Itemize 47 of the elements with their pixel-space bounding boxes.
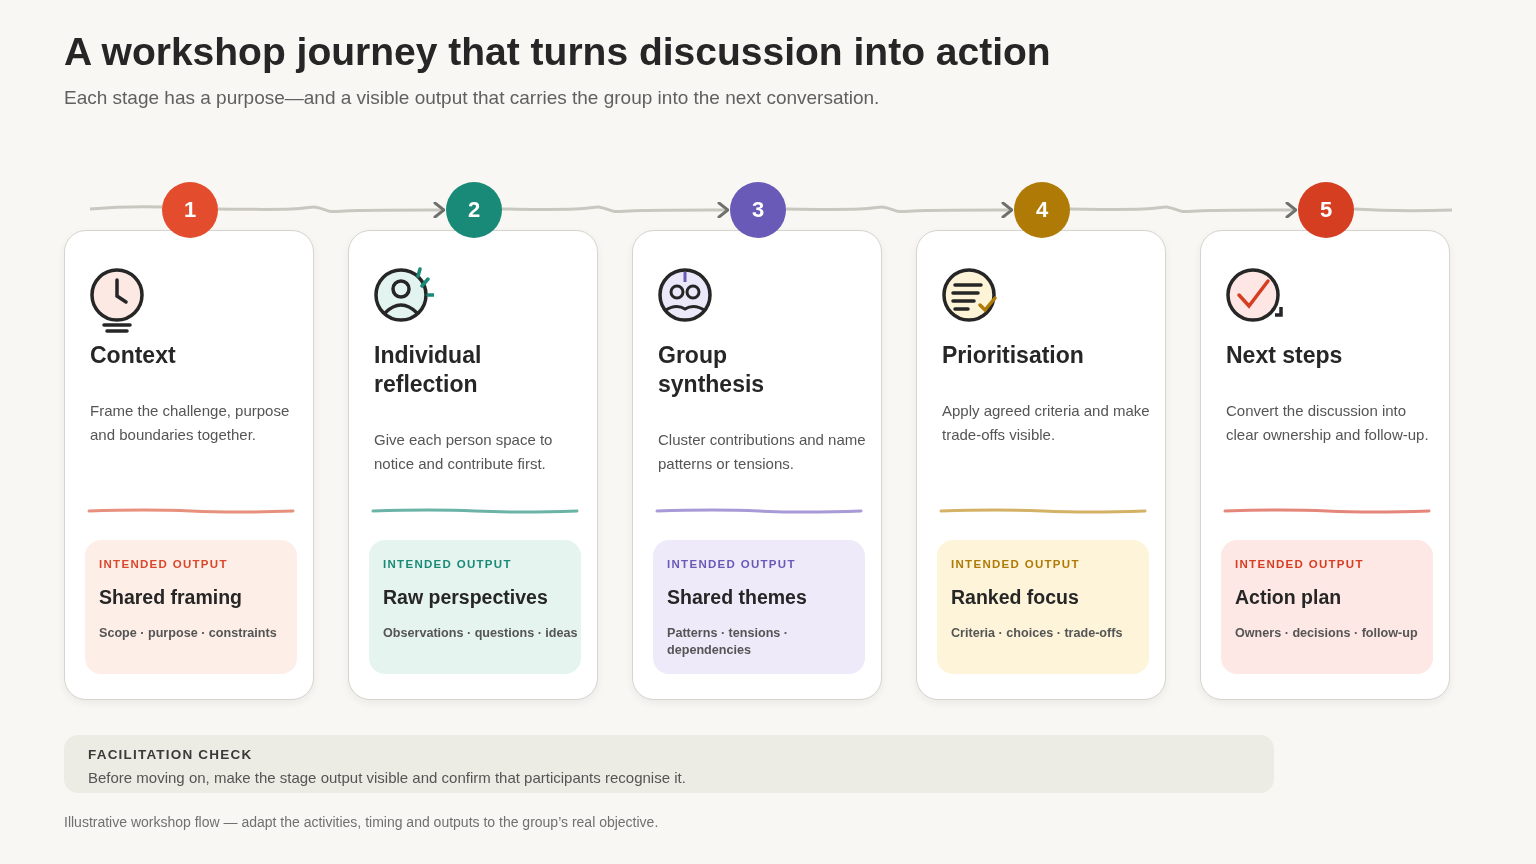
output-items: Patterns · tensions · dependencies: [667, 625, 790, 659]
output-title: Shared framing: [99, 586, 243, 609]
stage-description: Apply agreed criteria and make trade-offs visible.: [942, 401, 1151, 445]
stage-heading: Group synthesis: [658, 341, 766, 399]
output-items: Observations · questions · ideas: [383, 625, 579, 642]
footnote: Illustrative workshop flow — adapt the activities, timing and outputs to the group’s real objective.: [64, 814, 659, 830]
subtitle: Each stage has a purpose—and a visible output that carries the group into the next conversation.: [64, 87, 880, 109]
step-number-circle: 1: [162, 182, 218, 238]
output-items: Owners · decisions · follow-up: [1235, 625, 1419, 642]
step-number-circle: 4: [1014, 182, 1070, 238]
stage-heading: Next steps: [1226, 341, 1344, 370]
output-panel: [937, 540, 1149, 674]
stage-card: [632, 230, 882, 700]
stage-description: Frame the challenge, purpose and boundaries together.: [90, 401, 291, 445]
check-text: Before moving on, make the stage output visible and confirm that participants recognise it.: [88, 769, 686, 786]
step-number-circle: 3: [730, 182, 786, 238]
stage-heading: Individual reflection: [374, 341, 483, 399]
output-title: Ranked focus: [951, 586, 1079, 609]
stage-heading: Context: [90, 341, 177, 370]
stage-card: [916, 230, 1166, 700]
output-title: Shared themes: [667, 586, 807, 609]
output-title: Raw perspectives: [383, 586, 548, 609]
flow-arrow: [1069, 201, 1298, 219]
stage-card: [348, 230, 598, 700]
output-kicker: INTENDED OUTPUT: [951, 558, 1080, 570]
output-items: Criteria · choices · trade-offs: [951, 625, 1124, 642]
check-heading: FACILITATION CHECK: [88, 747, 253, 762]
output-panel: [369, 540, 581, 674]
title: A workshop journey that turns discussion into action: [64, 30, 1051, 74]
stage-card: [1200, 230, 1450, 700]
output-title: Action plan: [1235, 586, 1342, 609]
stage-description: Convert the discussion into clear ownership and follow-up.: [1226, 401, 1430, 445]
output-kicker: INTENDED OUTPUT: [667, 558, 796, 570]
output-kicker: INTENDED OUTPUT: [99, 558, 228, 570]
stage-description: Give each person space to notice and contribute first.: [374, 430, 554, 474]
output-kicker: INTENDED OUTPUT: [383, 558, 512, 570]
step-number-circle: 5: [1298, 182, 1354, 238]
output-kicker: INTENDED OUTPUT: [1235, 558, 1364, 570]
flow-arrow: [501, 201, 730, 219]
flow-arrow: [785, 201, 1014, 219]
stage-card: [64, 230, 314, 700]
output-panel: [1221, 540, 1433, 674]
output-items: Scope · purpose · constraints: [99, 625, 278, 642]
flow-arrow: [217, 201, 446, 219]
stage-heading: Prioritisation: [942, 341, 1085, 370]
step-number-circle: 2: [446, 182, 502, 238]
stage-description: Cluster contributions and name patterns or tensions.: [658, 430, 867, 474]
